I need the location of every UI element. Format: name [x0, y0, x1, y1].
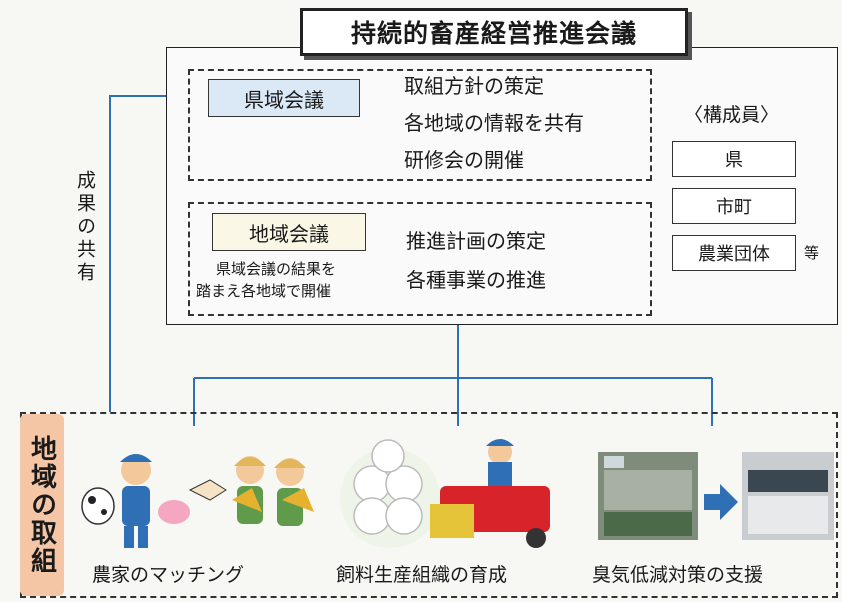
members-suffix: 等	[804, 244, 820, 262]
local-task-1: 推進計画の策定	[406, 229, 546, 253]
local-meeting-note-2: 踏まえ各地域で開催	[196, 282, 332, 300]
member-agri-group-text: 農業団体	[698, 244, 770, 265]
prefecture-meeting-label-text: 県域会議	[244, 87, 324, 112]
local-meeting-label-text: 地域会議	[249, 221, 329, 246]
prefecture-meeting-label: 県域会議	[208, 79, 360, 117]
member-prefecture: 県	[672, 141, 796, 177]
local-meeting-label: 地域会議	[212, 213, 366, 251]
prefecture-task-3: 研修会の開催	[404, 148, 524, 172]
members-heading: 〈構成員〉	[684, 104, 780, 126]
prefecture-task-1: 取組方針の策定	[404, 74, 544, 98]
local-meeting-note-1: 県域会議の結果を	[216, 260, 337, 278]
member-municipality: 市町	[672, 188, 796, 224]
caption-feed-production: 飼料生産組織の育成	[336, 564, 508, 586]
local-meeting-box	[188, 202, 652, 316]
prefecture-task-2: 各地域の情報を共有	[404, 111, 584, 135]
member-municipality-text: 市町	[716, 197, 752, 218]
conference-title-text: 持続的畜産経営推進会議	[350, 19, 637, 48]
member-prefecture-text: 県	[725, 150, 743, 171]
caption-farmer-matching: 農家のマッチング	[92, 564, 245, 586]
feedback-label: 成果の共有	[74, 170, 96, 285]
conference-title: 持続的畜産経営推進会議	[300, 8, 688, 56]
regional-efforts-label: 地域の取組	[20, 414, 64, 596]
prefecture-meeting-box	[188, 69, 652, 181]
caption-odor-reduction: 臭気低減対策の支援	[592, 564, 764, 586]
member-agri-group: 農業団体	[672, 235, 796, 271]
local-task-2: 各種事業の推進	[406, 268, 546, 292]
